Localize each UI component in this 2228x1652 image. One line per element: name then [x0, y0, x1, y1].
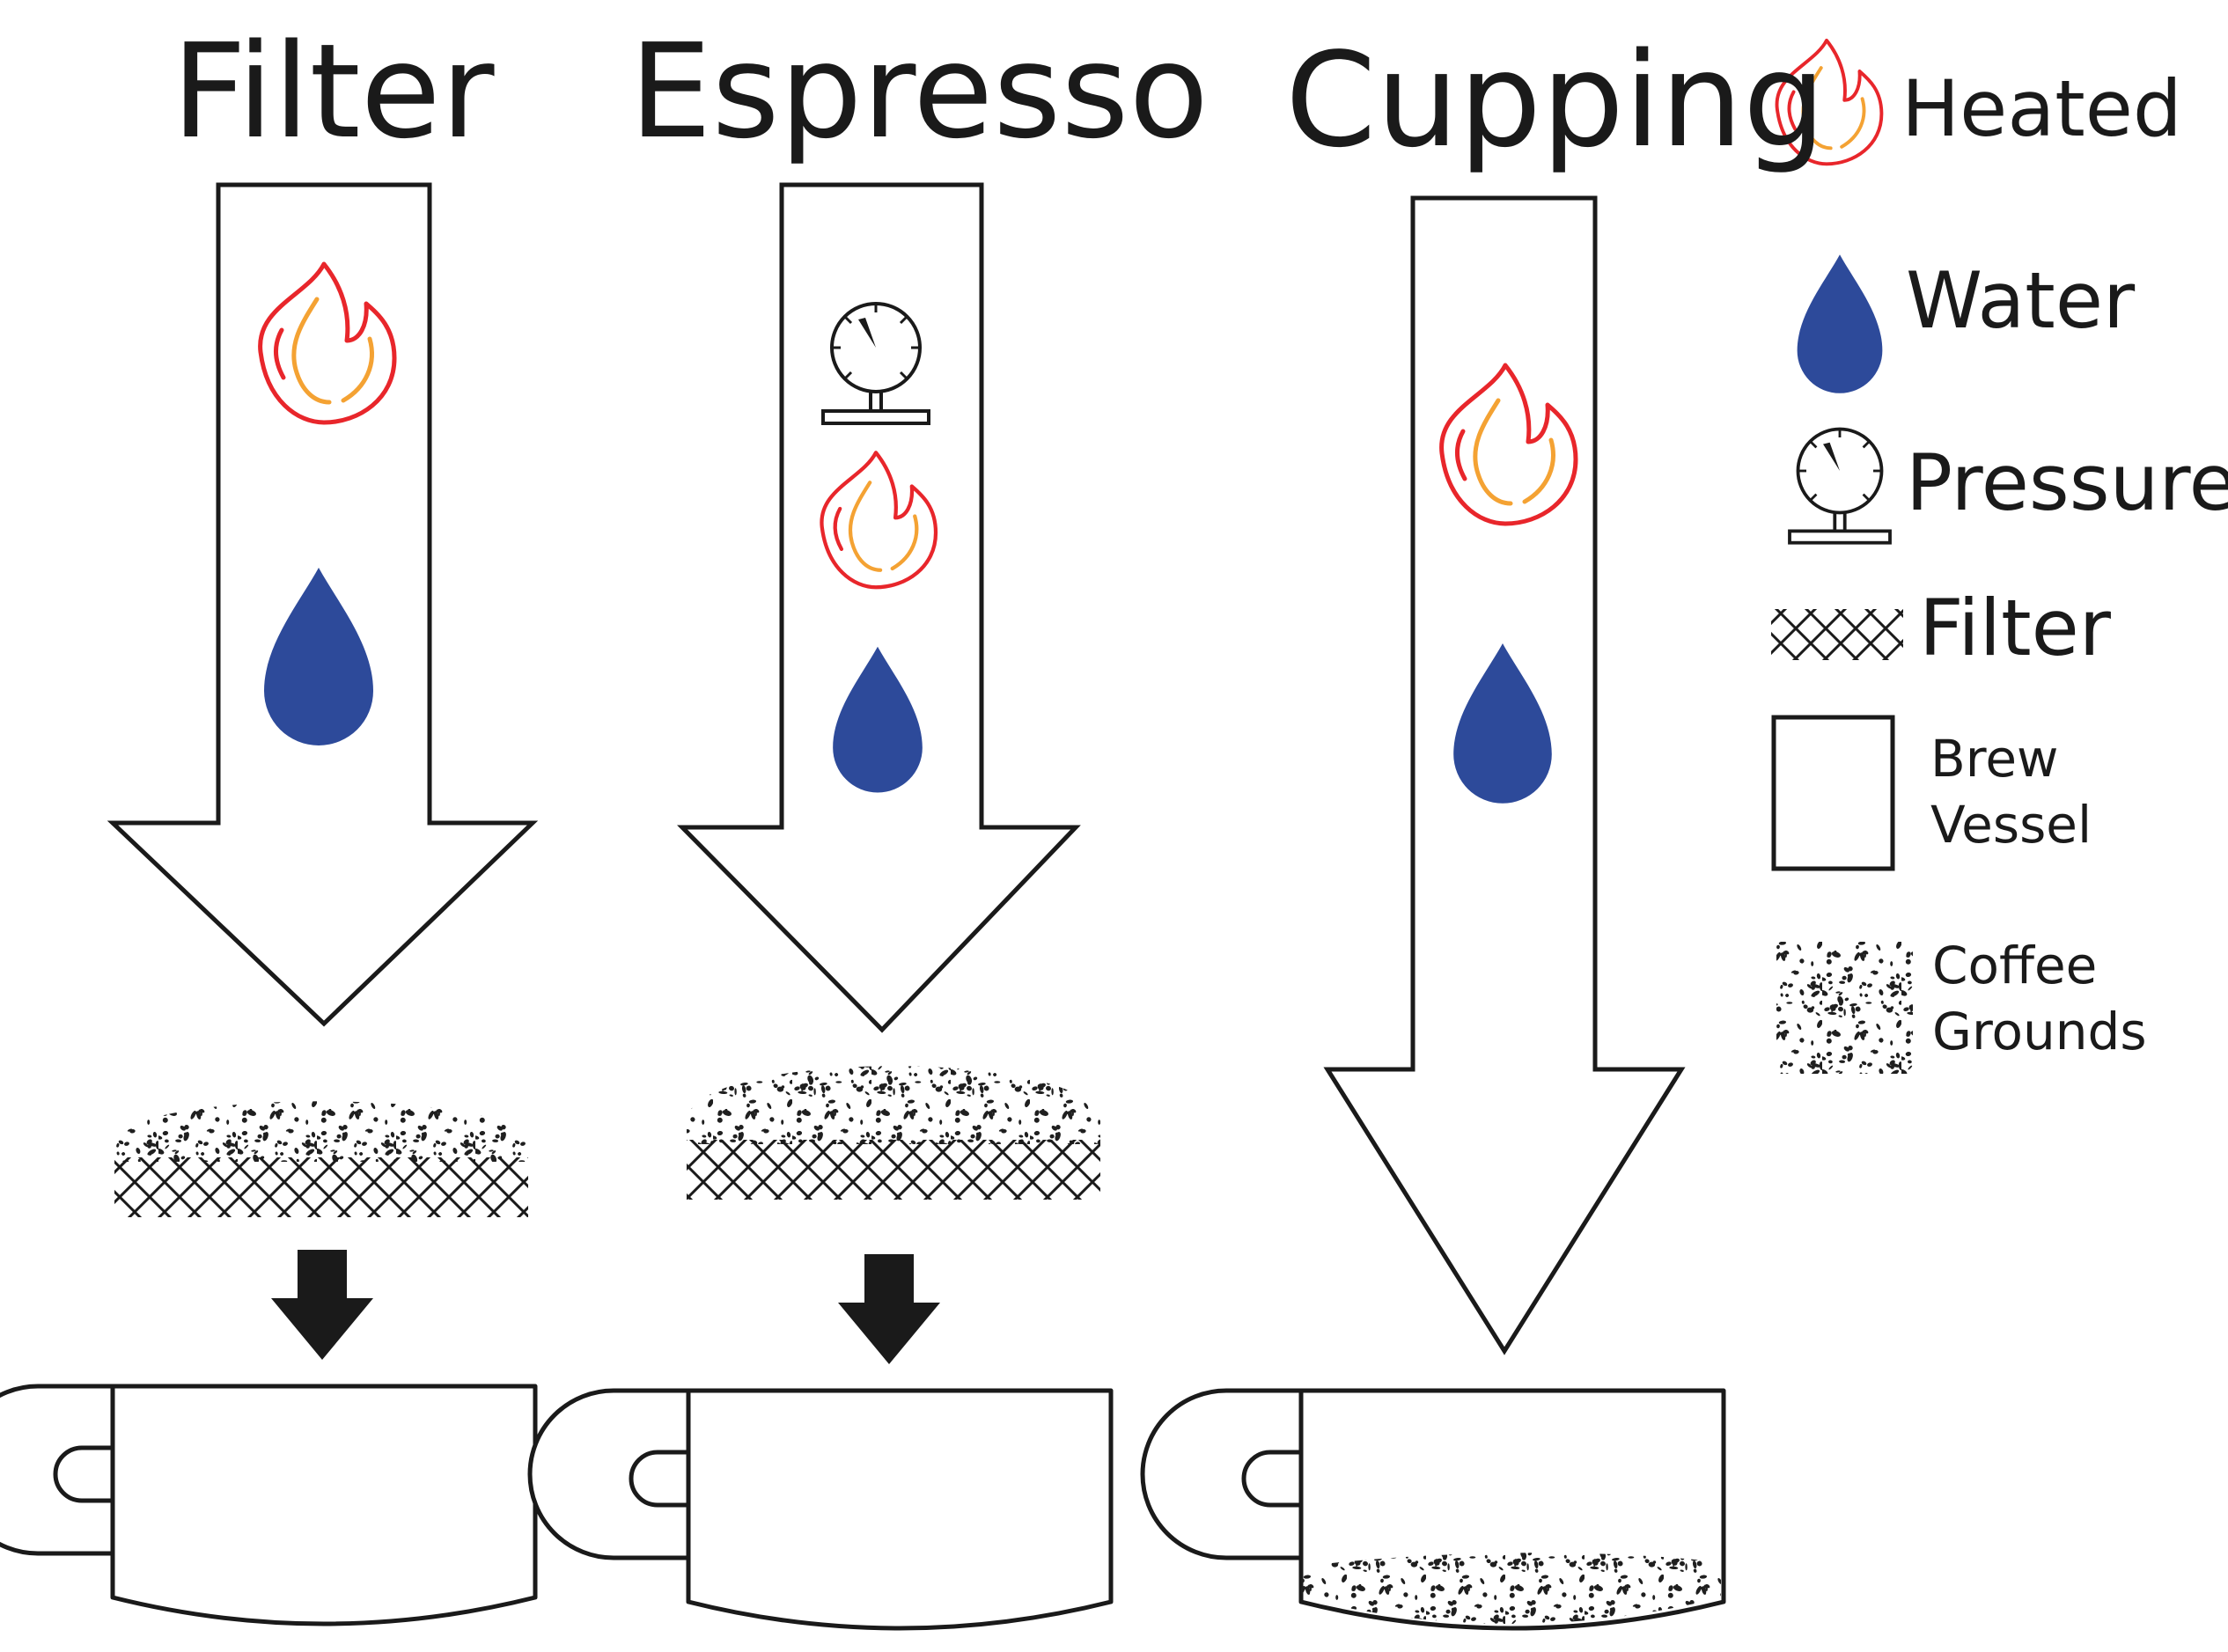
coffee-grounds-bed [114, 1101, 528, 1162]
legend-pressure-gauge-icon [1788, 427, 1892, 545]
coffee-grounds-bed [687, 1066, 1100, 1144]
drip-arrow-icon [838, 1254, 940, 1364]
cupping-title: Cupping [1285, 25, 1826, 176]
drip-arrow-icon [271, 1250, 373, 1360]
legend-brew-vessel-box [1771, 715, 1895, 871]
filter-mesh [114, 1157, 528, 1217]
legend-filter-label: Filter [1919, 583, 2111, 673]
legend-filter-mesh [1771, 609, 1903, 660]
filter-title: Filter [172, 16, 495, 167]
legend-pressure-label: Pressure [1906, 437, 2228, 528]
filter-mesh [687, 1140, 1100, 1200]
legend-brew-vessel-label: Brew Vessel [1930, 729, 2092, 855]
espresso-flow-arrow [677, 182, 1081, 1033]
legend-water-drop-icon [1797, 254, 1883, 393]
espresso-title: Espresso [629, 16, 1209, 167]
cupping-column [1143, 195, 1724, 1628]
brew-vessel-cup [530, 1391, 1111, 1628]
coffee-grounds-in-cup [1301, 1553, 1721, 1624]
legend-heated-label: Heated [1901, 63, 2182, 154]
brew-vessel-cup [0, 1386, 535, 1624]
legend-coffee-grounds-swatch [1776, 942, 1913, 1074]
espresso-column [530, 182, 1111, 1628]
legend-coffee-grounds-label: Coffee Grounds [1932, 936, 2147, 1062]
filter-column [0, 182, 539, 1624]
legend-water-label: Water [1906, 255, 2136, 346]
legend [1771, 38, 1913, 1074]
